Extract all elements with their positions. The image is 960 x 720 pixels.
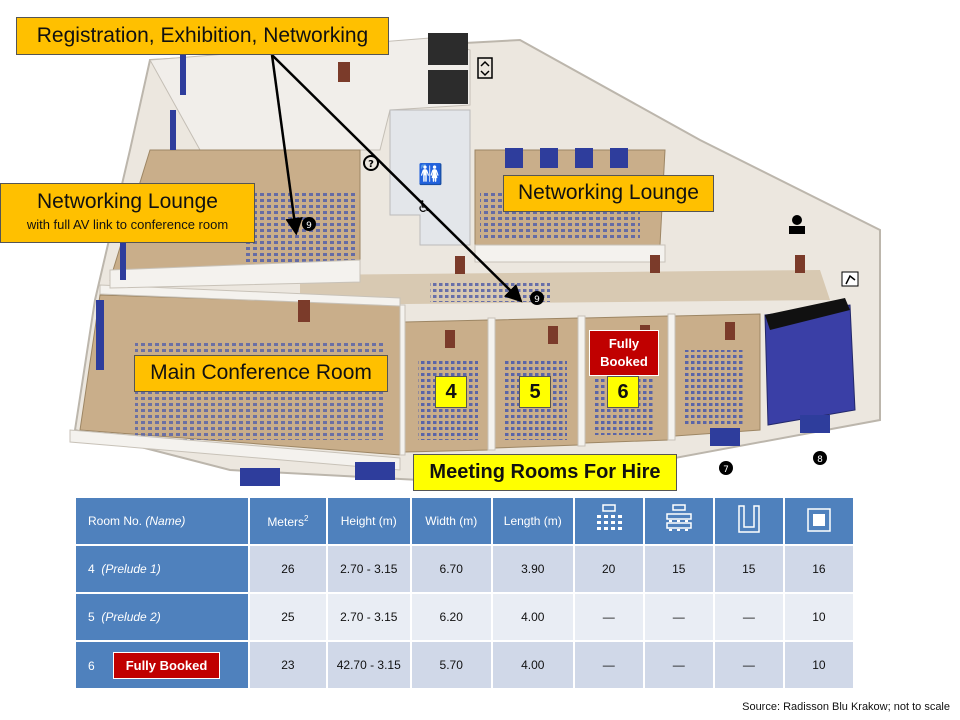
height-cell: 2.70 - 3.15 bbox=[328, 594, 410, 640]
classroom-layout-icon bbox=[644, 498, 713, 544]
room-cell: 6 Fully Booked bbox=[76, 642, 248, 688]
meters-cell: 26 bbox=[249, 546, 327, 592]
classroom-capacity-cell: 15 bbox=[644, 546, 713, 592]
col-room-name-label: (Name) bbox=[145, 514, 186, 528]
pointer-arrows bbox=[270, 54, 523, 303]
height-cell: 42.70 - 3.15 bbox=[328, 642, 410, 688]
restroom-icon: 🚻 bbox=[418, 162, 443, 186]
registration-callout: Registration, Exhibition, Networking bbox=[16, 17, 389, 55]
marker-9-corridor: 9 bbox=[530, 291, 544, 305]
table-row: 5 (Prelude 2) 25 2.70 - 3.15 6.20 4.00 —… bbox=[76, 594, 853, 640]
table-header-row: Room No. (Name) Meters2 Height (m) Width… bbox=[76, 498, 853, 544]
doors bbox=[298, 62, 805, 348]
theatre-capacity-cell: 20 bbox=[574, 546, 643, 592]
meters-cell: 23 bbox=[249, 642, 327, 688]
room-number-5: 5 bbox=[519, 376, 551, 408]
floor-plan: 🚻 ? ♿ 9 9 7 8 bbox=[69, 33, 881, 486]
theatre-layout-icon bbox=[574, 498, 643, 544]
svg-text:8: 8 bbox=[817, 455, 823, 465]
col-room-label: Room No. bbox=[88, 514, 146, 528]
arrow-to-corridor bbox=[271, 54, 523, 303]
col-meters: Meters2 bbox=[249, 498, 327, 544]
length-cell: 4.00 bbox=[492, 594, 573, 640]
room-cell: 5 (Prelude 2) bbox=[76, 594, 248, 640]
theatre-capacity-cell: — bbox=[574, 642, 643, 688]
location-markers: 9 9 7 8 bbox=[302, 217, 827, 475]
marker-8: 8 bbox=[813, 451, 827, 465]
col-meters-sup: 2 bbox=[304, 513, 309, 523]
width-cell: 6.70 bbox=[411, 546, 491, 592]
room-spec-table: Room No. (Name) Meters2 Height (m) Width… bbox=[74, 496, 855, 690]
marker-9-lounge: 9 bbox=[302, 217, 316, 231]
col-width: Width (m) bbox=[411, 498, 491, 544]
width-cell: 5.70 bbox=[411, 642, 491, 688]
source-note: Source: Radisson Blu Krakow; not to scal… bbox=[742, 701, 950, 713]
room-number-4: 4 bbox=[435, 376, 467, 408]
boardroom-capacity-cell: 10 bbox=[784, 642, 853, 688]
room-no: 6 bbox=[88, 658, 95, 673]
windows bbox=[96, 55, 830, 486]
arrow-to-lounge bbox=[270, 54, 303, 236]
classroom-capacity-cell: — bbox=[644, 642, 713, 688]
svg-text:9: 9 bbox=[306, 221, 312, 231]
length-cell: 4.00 bbox=[492, 642, 573, 688]
lift-icon bbox=[477, 57, 493, 79]
height-cell: 2.70 - 3.15 bbox=[328, 546, 410, 592]
room-no: 5 bbox=[88, 610, 95, 624]
col-length: Length (m) bbox=[492, 498, 573, 544]
boardroom-capacity-cell: 16 bbox=[784, 546, 853, 592]
svg-text:7: 7 bbox=[723, 465, 729, 475]
meters-cell: 25 bbox=[249, 594, 327, 640]
lounge-left-subtitle: with full AV link to conference room bbox=[26, 217, 229, 232]
boardroom-capacity-cell: 10 bbox=[784, 594, 853, 640]
col-room: Room No. (Name) bbox=[76, 498, 248, 544]
u-shape-capacity-cell: 15 bbox=[714, 546, 783, 592]
width-cell: 6.20 bbox=[411, 594, 491, 640]
u-shape-capacity-cell: — bbox=[714, 594, 783, 640]
u-shape-layout-icon bbox=[714, 498, 783, 544]
walls bbox=[69, 244, 676, 471]
info-icon: ? bbox=[363, 155, 379, 171]
exit-icon bbox=[841, 271, 859, 287]
col-height: Height (m) bbox=[328, 498, 410, 544]
room-name: (Prelude 2) bbox=[101, 610, 161, 624]
lounge-left-title: Networking Lounge bbox=[37, 190, 218, 213]
classroom-capacity-cell: — bbox=[644, 594, 713, 640]
theatre-capacity-cell: — bbox=[574, 594, 643, 640]
room-cell: 4 (Prelude 1) bbox=[76, 546, 248, 592]
u-shape-capacity-cell: — bbox=[714, 642, 783, 688]
col-meters-label: Meters bbox=[267, 514, 304, 529]
room-name: (Prelude 1) bbox=[101, 562, 161, 576]
main-conference-room-callout: Main Conference Room bbox=[134, 355, 388, 392]
svg-text:🚻: 🚻 bbox=[418, 162, 443, 186]
room-number-6: 6 bbox=[607, 376, 639, 408]
networking-lounge-right-callout: Networking Lounge bbox=[503, 175, 714, 212]
networking-lounge-left-callout: Networking Lounge with full AV link to c… bbox=[0, 183, 255, 243]
svg-text:9: 9 bbox=[534, 295, 540, 305]
boardroom-layout-icon bbox=[784, 498, 853, 544]
svg-text:?: ? bbox=[368, 159, 374, 170]
length-cell: 3.90 bbox=[492, 546, 573, 592]
table-row: 4 (Prelude 1) 26 2.70 - 3.15 6.70 3.90 2… bbox=[76, 546, 853, 592]
marker-7: 7 bbox=[719, 461, 733, 475]
fully-booked-plan-badge: Fully Booked bbox=[589, 330, 659, 376]
room-no: 4 bbox=[88, 562, 95, 576]
meeting-rooms-callout: Meeting Rooms For Hire bbox=[413, 454, 677, 491]
reception-icon bbox=[789, 215, 805, 234]
fully-booked-table-badge: Fully Booked bbox=[112, 651, 221, 679]
